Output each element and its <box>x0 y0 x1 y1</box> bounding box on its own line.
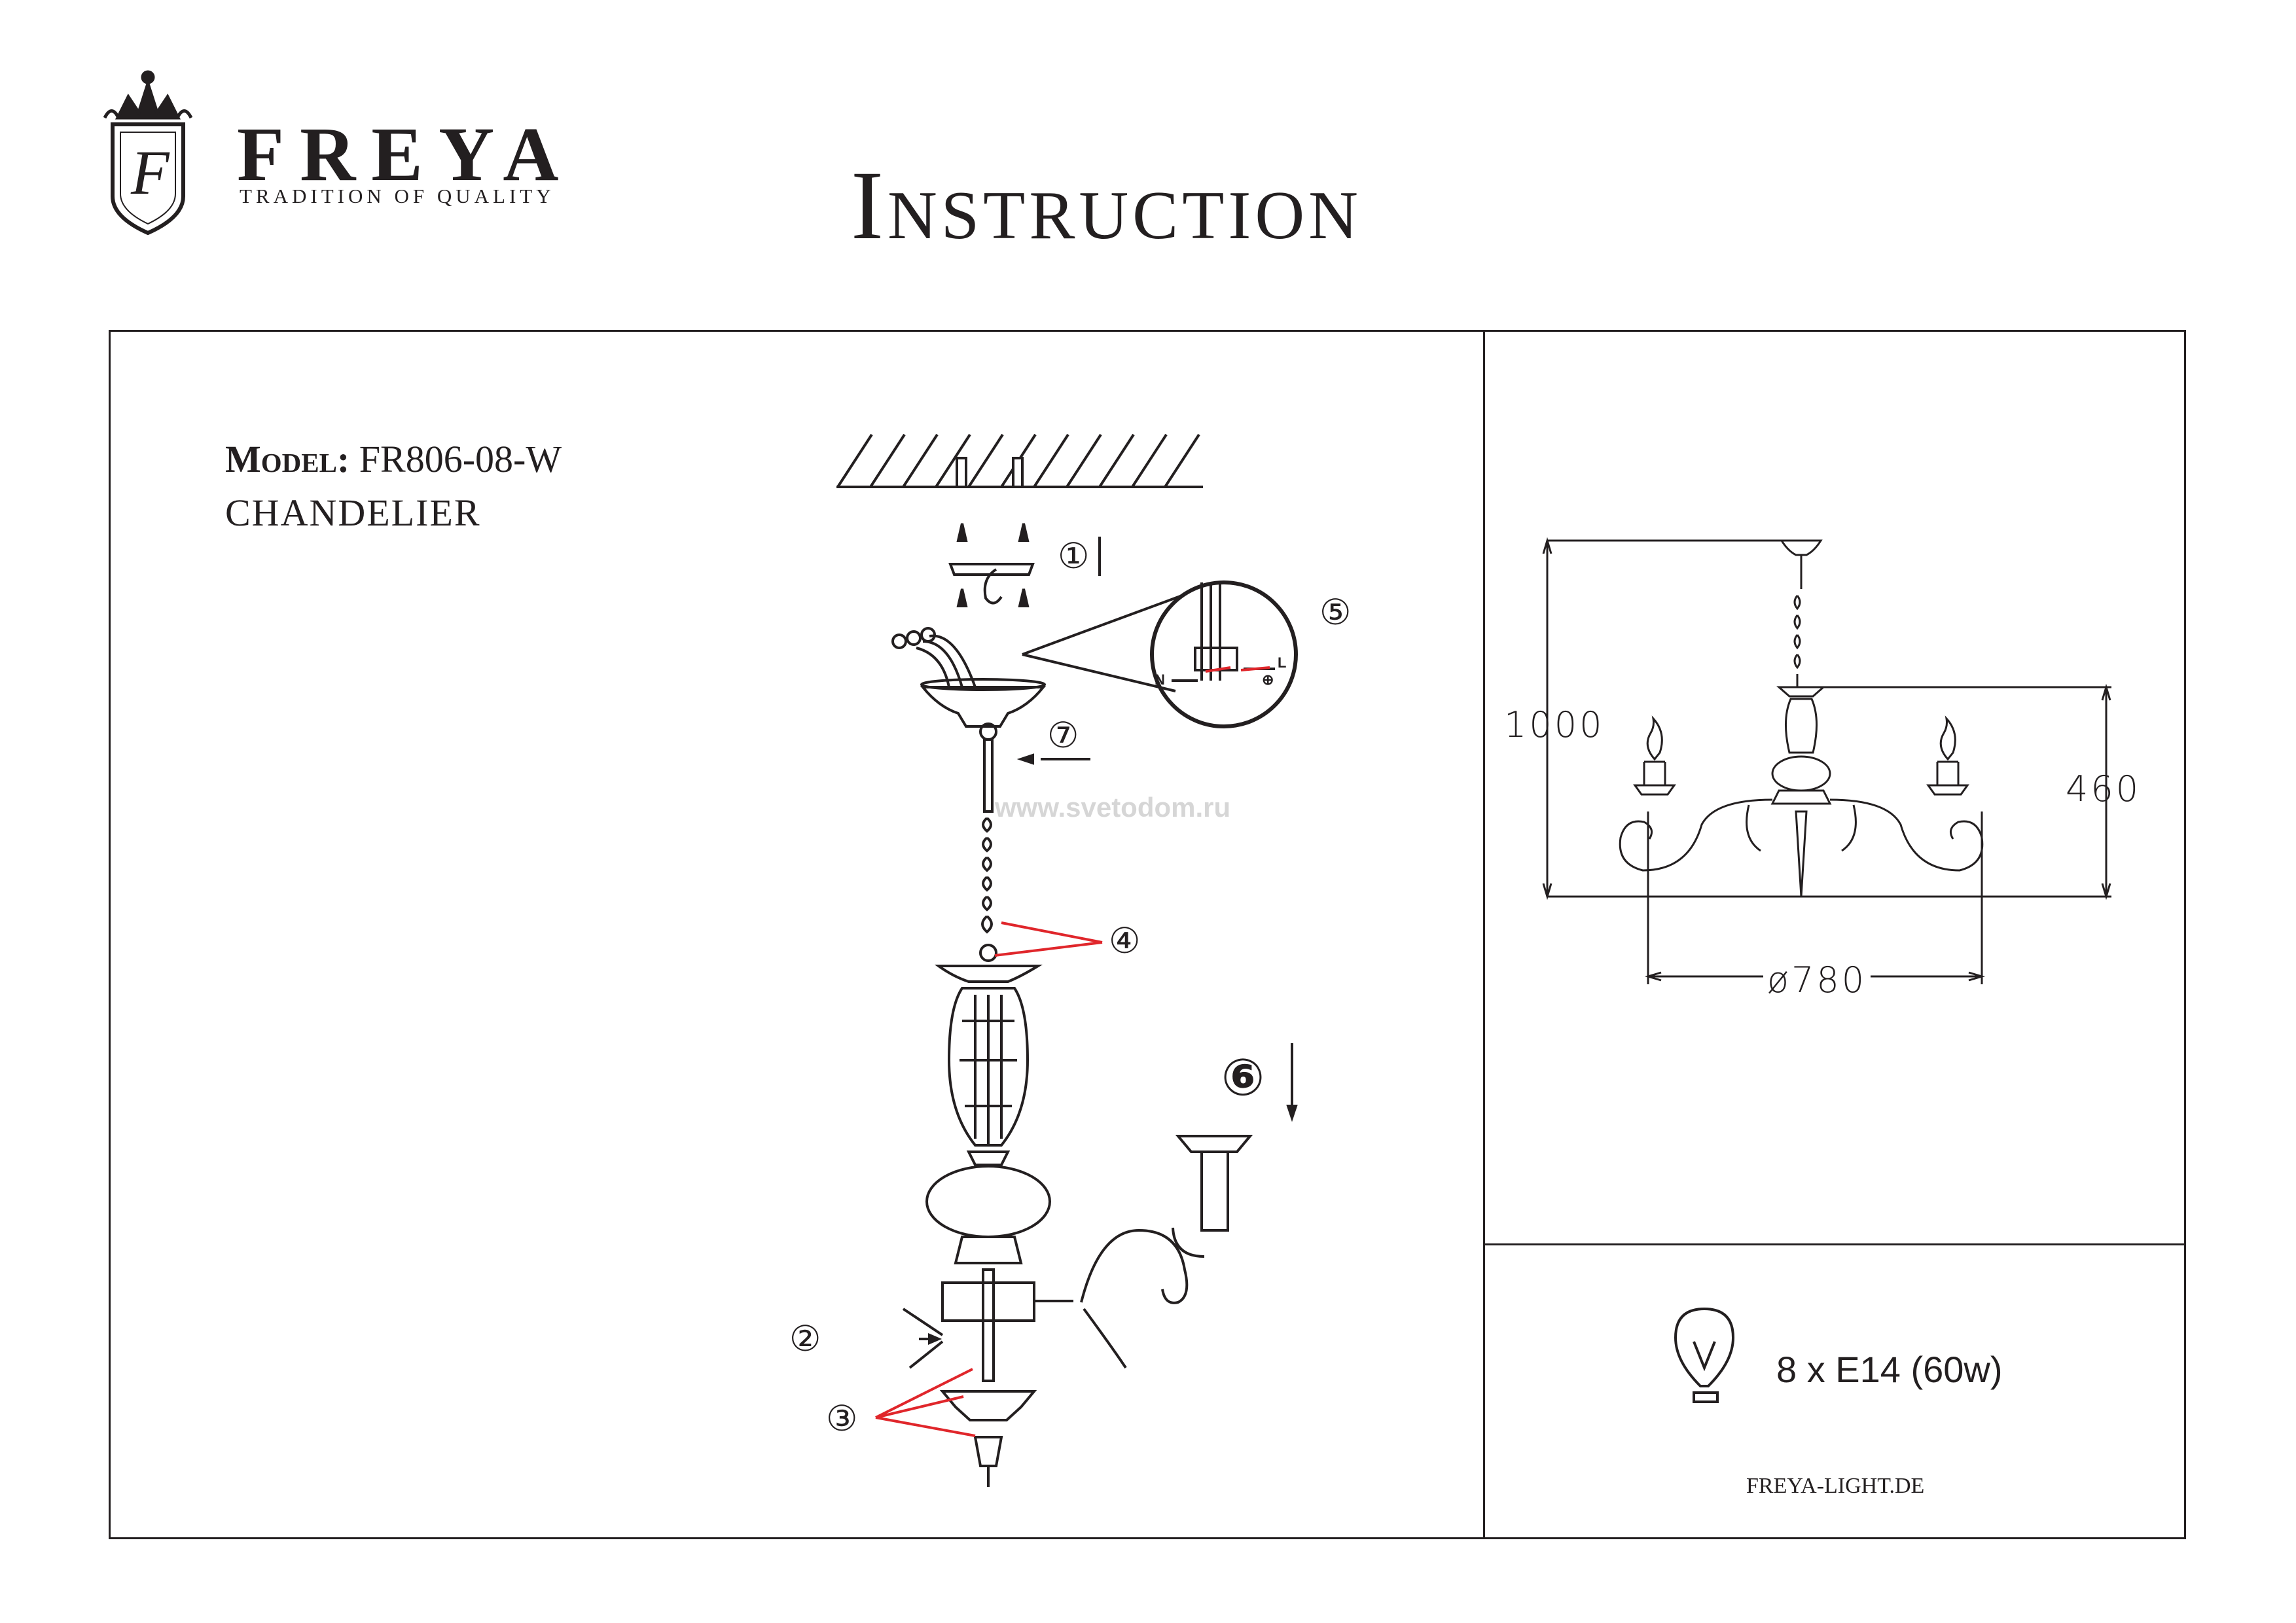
diameter-label: ø780 <box>1763 959 1871 1001</box>
step-7-label: ⑦ <box>1047 715 1079 756</box>
bulb-spec: 8 x E14 (60w) <box>1776 1349 2003 1390</box>
model-code: FR806-08-W <box>359 438 562 480</box>
height-body-label: 460 <box>2066 768 2142 810</box>
step-5-label: ⑤ <box>1319 592 1352 633</box>
model-line: Model: FR806-08-W <box>225 437 562 481</box>
height-total-label: 1000 <box>1504 704 1605 745</box>
wire-live-label: L <box>1278 654 1287 671</box>
step-2-label: ② <box>789 1318 821 1359</box>
step-1-label: ① <box>1058 535 1090 577</box>
brand-tagline: TRADITION OF QUALITY <box>240 185 555 207</box>
product-type: CHANDELIER <box>225 491 481 534</box>
step-6-label: ⑥ <box>1221 1048 1265 1107</box>
model-label: Model: <box>225 438 350 480</box>
wire-neutral-label: N <box>1155 671 1165 688</box>
content-frame <box>109 330 2186 1539</box>
step-4-label: ④ <box>1109 920 1141 961</box>
brand-name: FREYA <box>237 111 575 197</box>
step-3-label: ③ <box>826 1398 858 1439</box>
page-title: Instruction <box>851 151 1362 260</box>
wire-ground-label: ⊕ <box>1262 671 1274 688</box>
logo-monogram: F <box>131 137 170 207</box>
frame-divider-vertical <box>1483 330 1485 1539</box>
website-link[interactable]: FREYA-LIGHT.DE <box>1746 1474 1925 1498</box>
frame-divider-horizontal <box>1483 1243 2186 1245</box>
watermark: www.svetodom.ru <box>995 792 1231 823</box>
